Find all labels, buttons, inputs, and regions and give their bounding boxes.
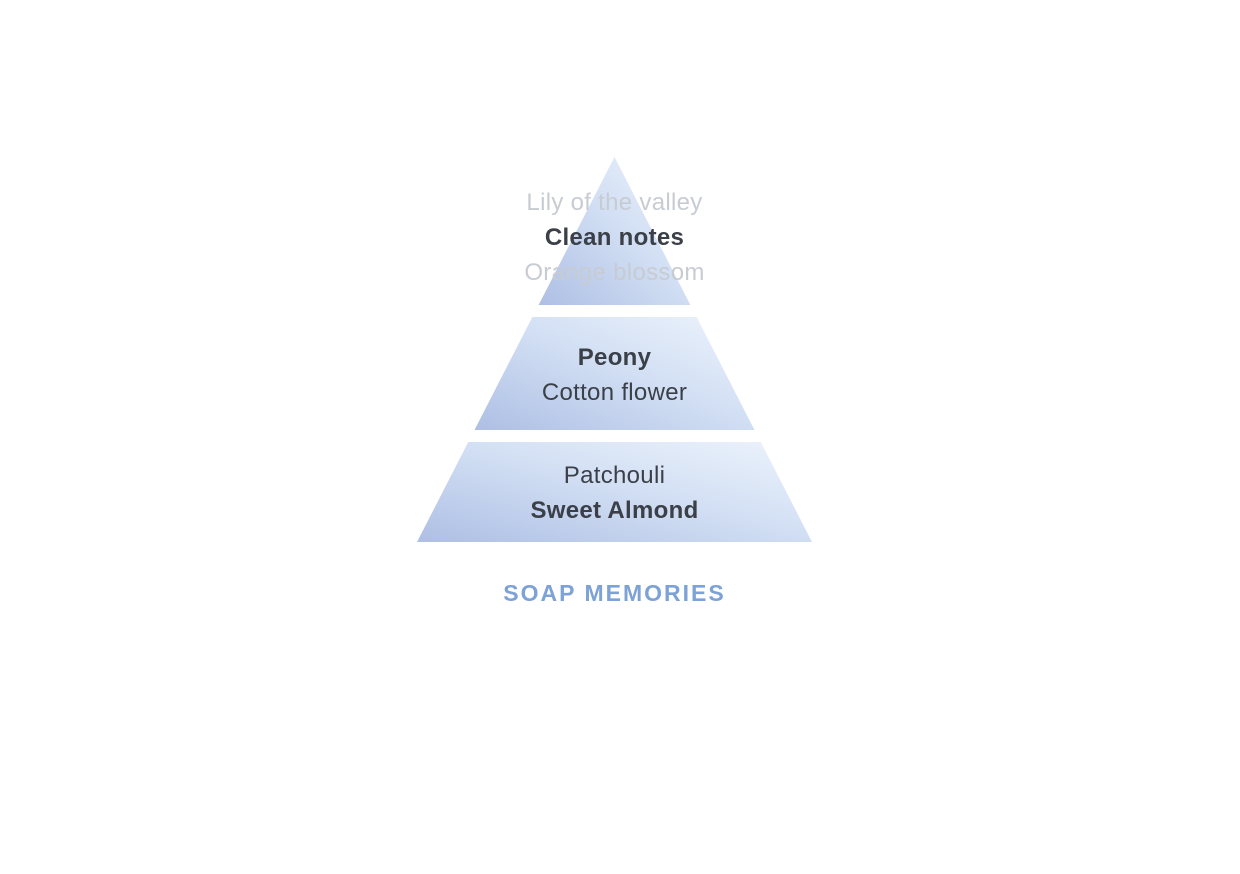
fragrance-pyramid: Lily of the valley Clean notes Orange bl… [417,157,812,606]
base-note-line: Patchouli [563,462,666,489]
heart-notes-text-block: Peony Cotton flower [417,340,812,410]
base-note-line: Sweet Almond [530,497,699,524]
heart-note-line: Cotton flower [541,379,688,406]
top-note-line: Clean notes [544,224,685,251]
pyramid-middle-tier-shape [474,317,755,430]
fragrance-name-caption: SOAP MEMORIES [503,580,726,606]
base-notes-text-block: Patchouli Sweet Almond [417,458,812,528]
heart-note-line: Peony [577,344,652,371]
pyramid-base-tier-shape [417,442,812,542]
pyramid-top-tier-shape [538,157,691,305]
top-note-line: Orange blossom [524,259,705,286]
top-note-line: Lily of the valley [526,189,703,216]
pyramid-graphic [417,157,812,542]
top-notes-text-block: Lily of the valley Clean notes Orange bl… [417,185,812,290]
